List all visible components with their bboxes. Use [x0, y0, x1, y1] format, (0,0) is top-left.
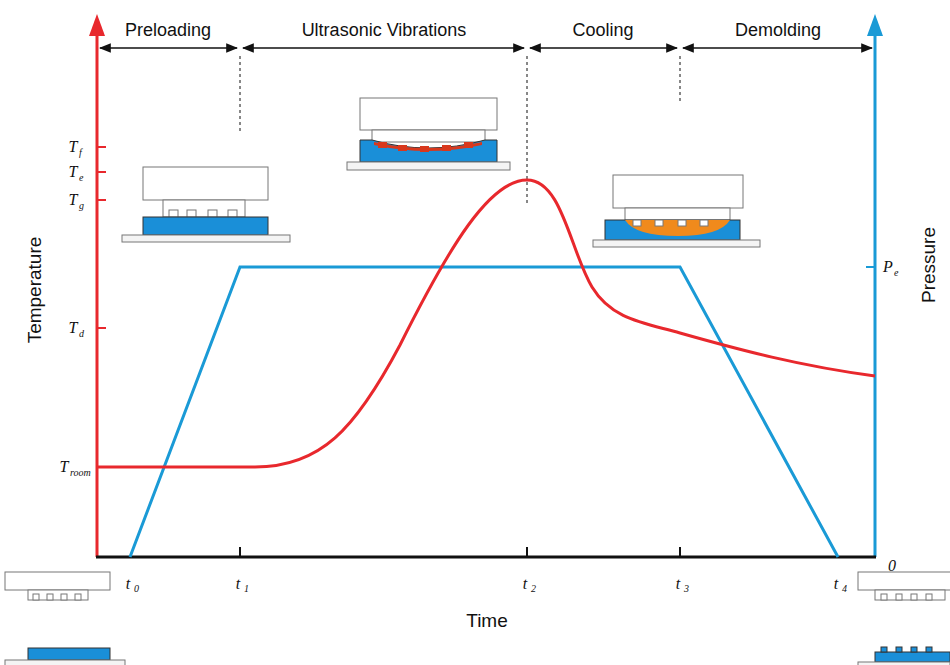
pressure-curve: [130, 267, 838, 557]
axis-tick: [866, 266, 875, 268]
axis-title: Time: [466, 611, 508, 630]
axis-title: Pressure: [919, 227, 938, 303]
time-subscript: 3: [684, 584, 689, 594]
axis-subscript: e: [894, 268, 898, 278]
time-subscript: 1: [244, 584, 249, 594]
axis-symbol: T: [69, 164, 78, 180]
axis-title: Temperature: [25, 237, 44, 344]
temperature-curve: [97, 180, 875, 467]
axis-subscript: room: [70, 468, 91, 478]
ultrasonic-illustration: [347, 98, 510, 170]
axis-symbol: P: [883, 259, 893, 275]
axis-symbol: T: [69, 139, 78, 155]
axis-zero: 0: [888, 558, 896, 574]
phase-label: Cooling: [572, 21, 633, 39]
mold-illustration: [5, 572, 125, 665]
time-subscript: 0: [134, 584, 139, 594]
axis-subscript: e: [79, 173, 83, 183]
time-symbol: t: [236, 576, 240, 592]
time-symbol: t: [676, 576, 680, 592]
phase-arrow: [100, 47, 872, 49]
axis-ticks: [97, 147, 106, 467]
temperature-axis: [96, 34, 99, 557]
axis-symbol: T: [60, 459, 69, 475]
time-subscript: 2: [531, 584, 536, 594]
cooling-illustration: [593, 175, 760, 247]
axis-arrowhead: [89, 14, 105, 36]
axis-subscript: f: [79, 148, 82, 158]
axis-symbol: T: [69, 192, 78, 208]
phase-label: Preloading: [125, 21, 211, 39]
time-symbol: t: [523, 576, 527, 592]
pressure-axis: [874, 34, 877, 557]
axis-ticks: [240, 547, 680, 557]
time-subscript: 4: [842, 584, 847, 594]
time-axis: [96, 556, 876, 559]
axis-subscript: d: [79, 329, 84, 339]
preload-illustration: [122, 167, 290, 242]
time-symbol: t: [834, 576, 838, 592]
time-symbol: t: [126, 576, 130, 592]
axis-subscript: g: [79, 201, 84, 211]
demolded-illustration: [858, 572, 950, 665]
axis-symbol: T: [69, 320, 78, 336]
axis-arrowhead: [867, 14, 883, 36]
phase-label: Demolding: [735, 21, 821, 39]
phase-label: Ultrasonic Vibrations: [302, 21, 467, 39]
